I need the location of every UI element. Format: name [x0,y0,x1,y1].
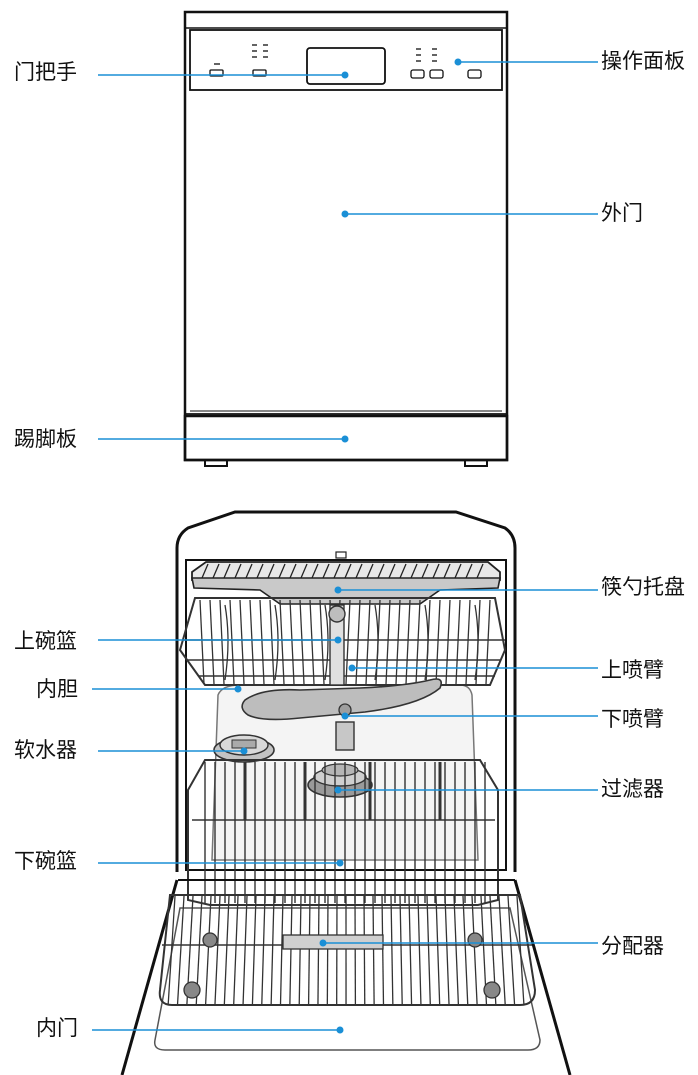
leader-outer-door [341,210,598,218]
leader-upper-spray-arm [348,664,598,672]
label-door-handle: 门把手 [14,60,77,84]
upper-basket-art [178,597,507,686]
label-filter: 过滤器 [601,777,664,801]
label-upper-spray-arm: 上喷臂 [601,658,664,682]
filter-art [307,763,373,798]
cabinet-outline [183,10,509,462]
tub-outline [185,559,507,871]
leader-inner-door [92,1026,344,1034]
leader-control-panel [454,58,598,66]
inner-door-art [120,879,572,1075]
leader-cutlery-tray [334,586,598,594]
label-control-panel: 操作面板 [601,49,685,73]
label-tub: 内胆 [36,677,78,701]
leader-water-softener [98,747,248,755]
label-lower-basket: 下碗篮 [14,849,77,873]
leader-upper-basket [98,636,342,644]
label-inner-door: 内门 [36,1016,78,1040]
leader-lines [92,58,598,1034]
leader-kick-plate [98,435,349,443]
cabinet-shell [175,510,517,872]
panel-right-indicators [410,48,482,79]
leader-lower-basket [98,859,344,867]
label-cutlery-tray: 筷勺托盘 [601,575,685,599]
leader-door-handle [98,71,349,79]
leader-tub [92,685,242,693]
open-view [120,510,572,1075]
label-kick-plate: 踢脚板 [14,427,77,451]
leader-lower-spray-arm [341,712,598,720]
leader-dispenser [319,939,598,947]
label-water-softener: 软水器 [14,738,77,762]
control-panel-box [189,29,503,91]
label-lower-spray-arm: 下喷臂 [601,707,664,731]
label-dispenser: 分配器 [601,934,664,958]
dispenser-box [282,934,384,950]
kick-plate-box [183,414,509,462]
display-window [306,47,386,85]
lower-spray-arm-art [241,678,443,751]
front-view [183,10,509,467]
label-upper-basket: 上碗篮 [14,629,77,653]
leader-filter [334,786,598,794]
panel-left-indicators [209,44,268,77]
label-outer-door: 外门 [601,201,643,225]
